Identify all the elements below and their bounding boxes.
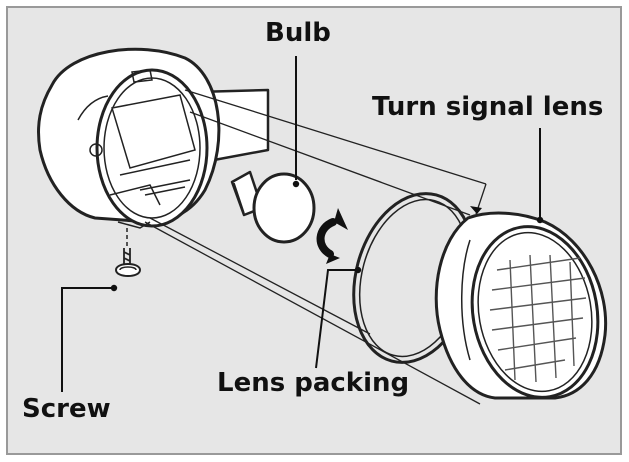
turn-signal-lens-label: Turn signal lens bbox=[372, 92, 604, 122]
screw-label: Screw bbox=[22, 394, 111, 424]
screw-part bbox=[114, 248, 142, 277]
screw-leader-line bbox=[61, 287, 114, 392]
lens-packing-label: Lens packing bbox=[217, 368, 410, 398]
screw-leader-dot bbox=[110, 284, 118, 292]
lens-packing-leader-dot bbox=[354, 266, 362, 274]
bulb-label: Bulb bbox=[265, 18, 331, 48]
curved-arrow-icon bbox=[316, 208, 348, 264]
light-housing bbox=[37, 47, 221, 229]
turn-signal-lens-leader-dot bbox=[536, 216, 544, 224]
bulb-leader-dot bbox=[292, 180, 300, 188]
turn-signal-lens-part bbox=[434, 211, 608, 400]
assembly-guide-lines bbox=[144, 89, 487, 405]
callout-leaders bbox=[61, 56, 544, 392]
bulb-part bbox=[230, 170, 316, 244]
lens-packing-leader-line bbox=[315, 269, 358, 369]
